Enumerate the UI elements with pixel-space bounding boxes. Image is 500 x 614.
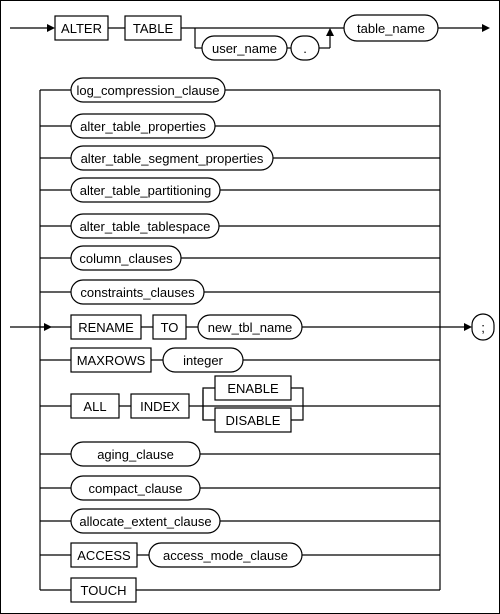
- branch-rails: [10, 90, 464, 590]
- integer: integer: [183, 353, 223, 368]
- clause-all-index: ALL INDEX ENABLE DISABLE: [70, 375, 304, 433]
- clause-access: ACCESS access_mode_clause: [70, 542, 303, 568]
- clause-maxrows: MAXROWS integer: [70, 347, 244, 373]
- svg-text:alter_table_segment_properties: alter_table_segment_properties: [81, 151, 264, 166]
- touch-keyword: TOUCH: [81, 583, 127, 598]
- all-keyword: ALL: [83, 399, 106, 414]
- clause-alter-table-properties: alter_table_properties: [70, 113, 216, 139]
- clause-aging: aging_clause: [70, 441, 201, 467]
- arrowhead-icon: [482, 24, 490, 32]
- terminator: ;: [464, 313, 495, 341]
- svg-text:compact_clause: compact_clause: [89, 481, 183, 496]
- svg-text:alter_table_properties: alter_table_properties: [80, 119, 206, 134]
- clause-alter-table-tablespace: alter_table_tablespace: [70, 213, 220, 239]
- alter-keyword: ALTER: [61, 21, 102, 36]
- arrowhead-icon: [464, 323, 472, 331]
- access-mode-clause: access_mode_clause: [163, 548, 288, 563]
- clause-compact: compact_clause: [70, 475, 201, 501]
- semicolon-box: [471, 313, 495, 341]
- clause-column-clauses: column_clauses: [70, 245, 182, 271]
- new-tbl-name: new_tbl_name: [208, 320, 293, 335]
- svg-text:column_clauses: column_clauses: [79, 251, 173, 266]
- svg-text:constraints_clauses: constraints_clauses: [80, 285, 195, 300]
- svg-text:allocate_extent_clause: allocate_extent_clause: [79, 514, 211, 529]
- svg-text:alter_table_tablespace: alter_table_tablespace: [80, 219, 211, 234]
- clause-rename: RENAME TO new_tbl_name: [70, 314, 303, 340]
- to-keyword: TO: [161, 320, 179, 335]
- enable-keyword: ENABLE: [227, 381, 279, 396]
- clause-constraints-clauses: constraints_clauses: [70, 279, 205, 305]
- clause-alter-table-segment-properties: alter_table_segment_properties: [70, 145, 274, 171]
- header-row: ALTER TABLE user_name . table_name: [10, 14, 490, 61]
- disable-keyword: DISABLE: [226, 413, 281, 428]
- dot-separator: .: [303, 41, 307, 56]
- clause-alter-table-partitioning: alter_table_partitioning: [70, 177, 221, 203]
- access-keyword: ACCESS: [77, 548, 131, 563]
- table-name: table_name: [357, 21, 425, 36]
- svg-text:alter_table_partitioning: alter_table_partitioning: [80, 183, 212, 198]
- maxrows-keyword: MAXROWS: [77, 353, 146, 368]
- semicolon: ;: [481, 320, 485, 335]
- alter-keyword-box: [54, 15, 109, 41]
- svg-text:log_compression_clause: log_compression_clause: [76, 83, 219, 98]
- table-keyword: TABLE: [133, 21, 174, 36]
- user-name: user_name: [212, 41, 277, 56]
- arrowhead-icon: [326, 28, 334, 36]
- index-keyword: INDEX: [140, 399, 180, 414]
- clause-touch: TOUCH: [70, 577, 137, 603]
- clause-allocate-extent: allocate_extent_clause: [70, 508, 221, 534]
- rename-keyword: RENAME: [78, 320, 134, 335]
- svg-text:aging_clause: aging_clause: [97, 447, 174, 462]
- clause-log-compression: log_compression_clause: [70, 77, 226, 103]
- arrowhead-icon: [47, 24, 55, 32]
